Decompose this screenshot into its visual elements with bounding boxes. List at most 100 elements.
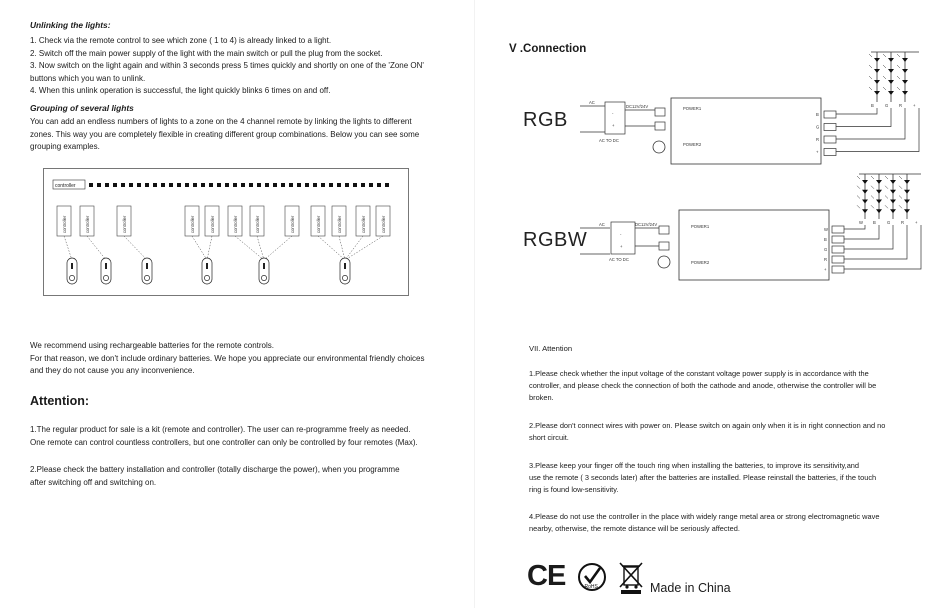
wire <box>836 108 906 140</box>
attention-line: One remote can control countless control… <box>30 437 418 447</box>
attention-line: short circuit. <box>529 433 569 443</box>
rgb-output-pins: BGR+ <box>816 108 920 156</box>
attention-line: 2.Please check the battery installation … <box>30 465 400 474</box>
right-attention-item-2: 2.Please don't connect wires with power … <box>529 420 934 444</box>
attention-line: ring is found low-sensitivity. <box>529 485 619 495</box>
led-diode <box>862 189 868 194</box>
attention-line: broken. <box>529 393 554 403</box>
remote-ring <box>261 275 267 281</box>
rgb-psu-minus: - <box>612 111 614 116</box>
zone-bar-dash <box>153 183 157 187</box>
strip-channel-label: B <box>871 103 874 108</box>
link-line <box>317 235 346 261</box>
rgb-dc-label: DC12V/24V <box>626 104 648 109</box>
controller-box-label: controller <box>85 215 90 233</box>
zone-bar-dash <box>361 183 365 187</box>
zone-bar-dash <box>329 183 333 187</box>
rgbw-psu <box>610 221 636 255</box>
zone-bar-dash <box>273 183 277 187</box>
rgb-ac-label: AC <box>589 100 595 105</box>
controller-box-label: controller <box>290 215 295 233</box>
rgb-power-port-1 <box>654 107 666 117</box>
led-diode <box>888 69 894 73</box>
output-pin-label: W <box>824 227 828 232</box>
page-divider <box>474 0 475 608</box>
zone-bar-dash <box>89 183 93 187</box>
controller-box-label: controller <box>255 215 260 233</box>
wire <box>836 108 878 115</box>
strip-channel-label: G <box>887 220 890 225</box>
led-diode <box>888 58 894 62</box>
zone-bar-dash <box>209 183 213 187</box>
output-terminal <box>823 148 837 156</box>
unlink-step: buttons which you wan to unlink. <box>30 73 146 83</box>
remote-ring <box>342 275 348 281</box>
right-attention-item-3: 3.Please keep your finger off the touch … <box>529 460 934 497</box>
zone-bar-dash <box>305 183 309 187</box>
output-terminal <box>823 135 837 144</box>
output-pin-label: G <box>824 247 827 252</box>
wire <box>844 225 866 230</box>
output-pin-label: R <box>816 137 819 142</box>
rohs-label: RoHS <box>585 584 599 590</box>
diagram-controller-boxes: controller controller controller controller… <box>56 205 391 237</box>
rgbw-label: RGBW <box>523 229 588 251</box>
link-line <box>344 235 384 261</box>
zone-bar-dash <box>249 183 253 187</box>
led-diode <box>874 69 880 73</box>
output-pin-label: + <box>824 267 827 272</box>
controller-box-label: controller <box>381 215 386 233</box>
wire <box>836 108 892 127</box>
group-line: zones. This way you are completely flexi… <box>30 129 420 139</box>
remote-ring <box>103 275 109 281</box>
controller-box-label: controller <box>122 215 127 233</box>
output-terminal <box>823 110 837 119</box>
remote-ring <box>204 275 210 281</box>
zone-bar-dash <box>177 183 181 187</box>
connection-heading: V .Connection <box>509 43 587 55</box>
strip-channel-label: G <box>885 103 888 108</box>
link-line <box>123 235 148 261</box>
attention-line: after switching off and switching on. <box>30 477 157 487</box>
unlink-steps: 1. Check via the remote control to see w… <box>30 35 460 98</box>
remote-button <box>146 263 148 269</box>
rgbw-controller-knob <box>657 255 671 269</box>
led-diode <box>862 199 868 204</box>
zone-bar-dash <box>281 183 285 187</box>
right-attention-item-1: 1.Please check whether the input voltage… <box>529 368 934 405</box>
zone-bar-dash <box>201 183 205 187</box>
output-pin-label: G <box>816 125 819 130</box>
zone-bar-dash <box>137 183 141 187</box>
link-line <box>63 235 73 261</box>
zone-bar-dash <box>289 183 293 187</box>
led-diode <box>862 180 868 184</box>
zone-bar-dash <box>313 183 317 187</box>
led-diode <box>902 91 908 95</box>
zone-bar-dash <box>105 183 109 187</box>
remote-button <box>105 263 107 269</box>
led-diode <box>902 58 908 62</box>
zone-bar-dash <box>337 183 341 187</box>
zone-bar-dash <box>185 183 189 187</box>
zone-bar-dash <box>161 183 165 187</box>
attention-line: 3.Please keep your finger off the touch … <box>529 461 860 470</box>
strip-channel-label: R <box>901 220 904 225</box>
rgb-power1-label: POWER1 <box>683 106 702 111</box>
led-diode <box>862 209 868 214</box>
output-terminal <box>831 255 845 264</box>
rgbw-wiring-diagram: AC - + AC TO DC DC12V/24V POWER1 POWER2 … <box>580 173 922 281</box>
zone-bar-dash <box>265 183 269 187</box>
strip-channel-label: + <box>915 220 918 225</box>
rgbw-power1-label: POWER1 <box>691 224 710 229</box>
zone-bar-dash <box>377 183 381 187</box>
rgbw-psu-minus: - <box>620 232 622 237</box>
rgb-label: RGB <box>523 109 568 131</box>
rgb-psu <box>604 101 626 135</box>
right-attention-item-4: 4.Please do not use the controller in th… <box>529 511 934 535</box>
zone-bar-dash <box>353 183 357 187</box>
ce-mark: CE <box>527 560 566 592</box>
unlink-step: 3. Now switch on the light again and wit… <box>30 61 424 71</box>
wire <box>844 225 880 240</box>
